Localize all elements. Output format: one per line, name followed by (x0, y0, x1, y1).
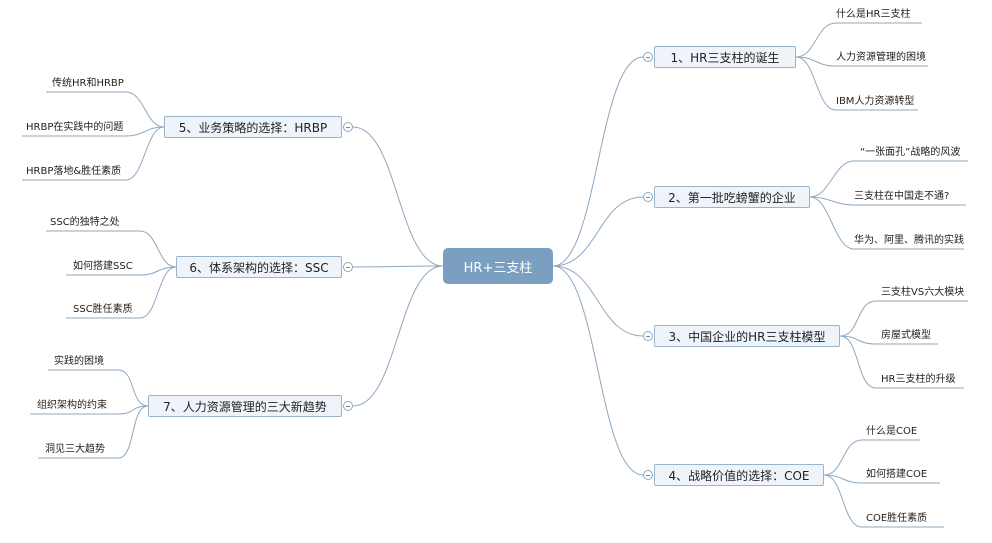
branch-topic-chinese-model[interactable]: 3、中国企业的HR三支柱模型 (654, 325, 840, 347)
leaf-topic[interactable]: 传统HR和HRBP (52, 78, 124, 89)
leaf-topic[interactable]: 华为、阿里、腾讯的实践 (854, 235, 964, 246)
collapse-toggle-icon[interactable] (343, 401, 353, 411)
branch-topic-first-enterprises[interactable]: 2、第一批吃螃蟹的企业 (654, 186, 810, 208)
leaf-topic[interactable]: 什么是HR三支柱 (836, 9, 911, 20)
leaf-topic[interactable]: 如何搭建COE (866, 469, 928, 480)
center-topic[interactable]: HR+三支柱 (443, 248, 553, 284)
leaf-topic[interactable]: COE胜任素质 (866, 513, 928, 524)
branch-connector (552, 196, 644, 267)
leaf-connector (22, 126, 165, 137)
collapse-toggle-icon[interactable] (343, 262, 353, 272)
leaf-topic[interactable]: 房屋式模型 (881, 330, 931, 341)
leaf-topic[interactable]: HRBP在实践中的问题 (26, 122, 124, 133)
leaf-connector (839, 335, 964, 389)
collapse-toggle-icon[interactable] (643, 470, 653, 480)
leaf-connector (839, 300, 968, 337)
leaf-connector (795, 56, 928, 67)
leaf-connector (46, 230, 177, 268)
leaf-topic[interactable]: HR三支柱的升级 (881, 374, 956, 385)
leaf-connector (823, 474, 940, 484)
leaf-topic[interactable]: 实践的困境 (54, 356, 104, 367)
branch-topic-coe[interactable]: 4、战略价值的选择：COE (654, 464, 824, 486)
branch-connector (352, 265, 444, 268)
collapse-toggle-icon[interactable] (643, 52, 653, 62)
branch-connector (352, 265, 444, 407)
leaf-topic[interactable]: “一张面孔”战略的风波 (860, 147, 961, 158)
leaf-connector (795, 56, 918, 111)
leaf-topic[interactable]: SSC的独特之处 (50, 217, 120, 228)
branch-connector (552, 265, 644, 476)
leaf-connector (809, 196, 966, 206)
collapse-toggle-icon[interactable] (343, 122, 353, 132)
collapse-toggle-icon[interactable] (643, 192, 653, 202)
collapse-toggle-icon[interactable] (643, 331, 653, 341)
leaf-connector (823, 474, 944, 528)
leaf-topic[interactable]: 组织架构的约束 (37, 400, 107, 411)
branch-topic-hrbp[interactable]: 5、业务策略的选择：HRBP (164, 116, 342, 138)
leaf-connector (66, 266, 177, 276)
branch-topic-hr-three-pillars-origin[interactable]: 1、HR三支柱的诞生 (654, 46, 796, 68)
branch-connector (552, 56, 644, 267)
leaf-topic[interactable]: 什么是COE (866, 426, 918, 437)
leaf-connector (66, 266, 177, 319)
leaf-connector (48, 369, 149, 407)
branch-topic-new-trends[interactable]: 7、人力资源管理的三大新趋势 (148, 395, 342, 417)
leaf-connector (809, 196, 964, 250)
leaf-connector (38, 405, 149, 459)
branch-topic-ssc[interactable]: 6、体系架构的选择：SSC (176, 256, 342, 278)
leaf-connector (30, 405, 149, 415)
leaf-connector (839, 335, 938, 345)
leaf-topic[interactable]: HRBP落地&胜任素质 (26, 166, 122, 177)
branch-connector (352, 126, 444, 267)
leaf-topic[interactable]: 人力资源管理的困境 (836, 52, 926, 63)
leaf-connector (809, 160, 968, 198)
leaf-connector (795, 22, 922, 58)
leaf-connector (46, 91, 165, 128)
branch-connector (552, 265, 644, 337)
leaf-topic[interactable]: IBM人力资源转型 (836, 96, 915, 107)
leaf-connector (823, 439, 920, 476)
leaf-topic[interactable]: 洞见三大趋势 (45, 444, 105, 455)
leaf-topic[interactable]: 三支柱在中国走不通? (854, 191, 950, 202)
leaf-topic[interactable]: 三支柱VS六大模块 (881, 287, 965, 298)
leaf-topic[interactable]: SSC胜任素质 (73, 304, 133, 315)
leaf-connector (22, 126, 165, 181)
leaf-topic[interactable]: 如何搭建SSC (73, 261, 133, 272)
